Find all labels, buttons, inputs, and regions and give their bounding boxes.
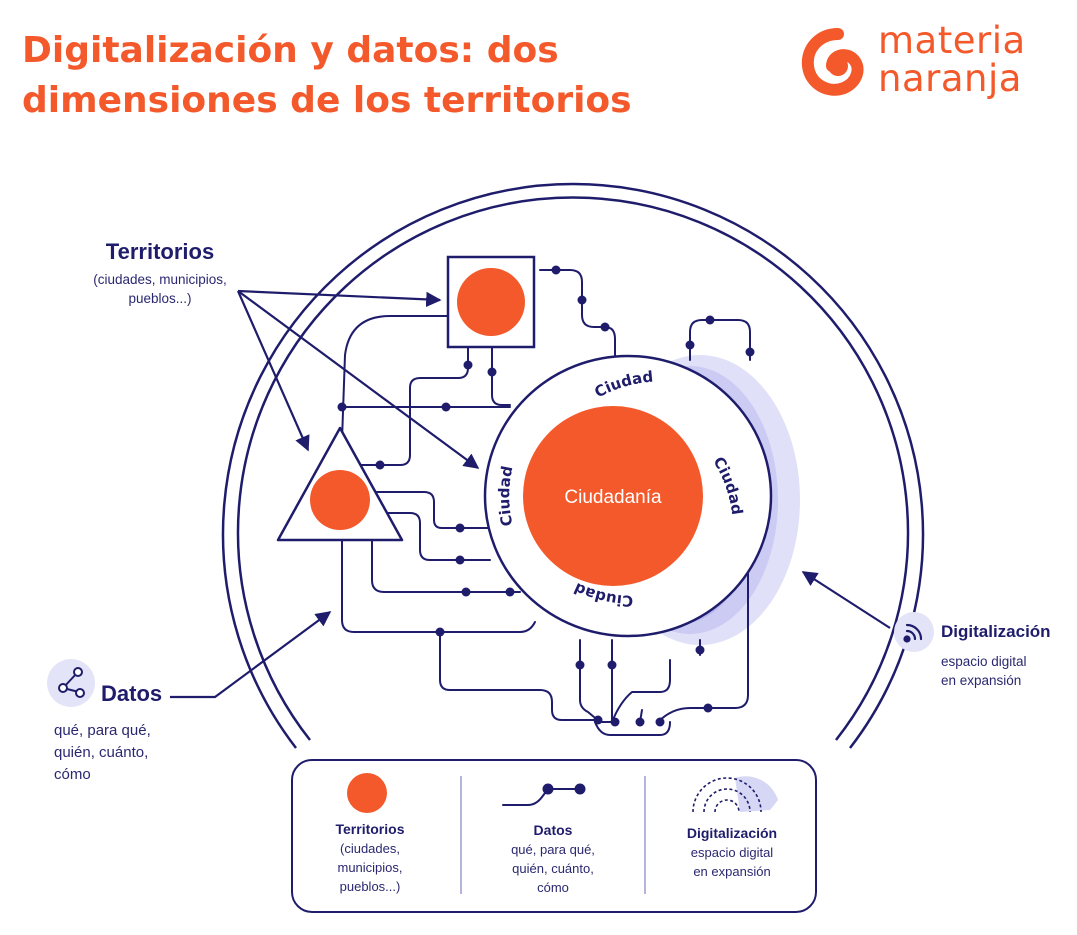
digitalizacion-sub-line-1: espacio digital [941,654,1027,669]
datos-sub-label: qué, para qué, quién, cuánto, cómo [54,720,151,786]
data-nodes [337,265,755,727]
legend-datos: Datos qué, para qué, quién, cuánto, cómo [468,820,638,897]
swirl-icon [801,28,864,96]
outer-double-circle [221,182,925,749]
datos-icon-badge [47,659,95,707]
legend-digitalizacion: Digitalización espacio digital en expans… [652,823,812,881]
city-circle [483,354,773,638]
legend-box [291,759,817,913]
signal-icon [903,623,923,643]
legend-territorios-line-3: pueblos...) [339,879,401,894]
legend-data-swatch [502,783,586,806]
datos-label: Datos [101,681,163,706]
datos-sub-line-3: cómo [54,766,91,783]
legend-territory-swatch [347,773,387,813]
territorios-label: Territorios [105,239,215,264]
title-line-1: Digitalización y datos: dos [22,30,559,71]
territory-square [446,255,536,349]
legend-datos-line-2: quién, cuánto, [512,861,594,876]
digitalizacion-sub-line-2: en expansión [941,673,1022,688]
legend-digitalizacion-title: Digitalización [686,825,778,841]
datos-sub-line-1: qué, para qué, [54,722,151,739]
logo-line-2: naranja [878,57,1022,100]
legend-territorios-line-1: (ciudades, [340,841,400,856]
share-nodes-icon [58,667,85,698]
datos-sub-line-2: quién, cuánto, [54,744,149,761]
legend-datos-line-3: cómo [537,880,569,895]
brand-logo: materia naranja [798,22,1038,112]
digitalizacion-sub-label: espacio digital en expansión [941,652,1027,690]
legend-digitalizacion-line-2: en expansión [693,864,771,879]
logo-wordmark: materia naranja [878,22,1026,98]
territorios-sub-line-2: pueblos...) [128,291,192,306]
territory-triangle [276,426,404,542]
legend-territorios-title: Territorios [335,821,405,837]
digitalizacion-label: Digitalización [941,622,1051,641]
legend-datos-title: Datos [533,822,573,838]
logo-line-1: materia [878,19,1026,62]
legend-datos-line-1: qué, para qué, [511,842,595,857]
territorios-sub-line-1: (ciudades, municipios, [93,272,227,287]
pointer-arrows [170,289,891,699]
digitalizacion-icon-badge [894,612,934,652]
title-line-2: dimensiones de los territorios [22,80,632,121]
legend-digital-swatch [692,776,778,813]
center-label: Ciudadanía [564,487,662,508]
legend-territorios-line-2: municipios, [337,860,403,875]
territorios-sub-label: (ciudades, municipios, pueblos...) [60,270,260,308]
legend-digitalizacion-line-1: espacio digital [690,845,774,860]
legend-territorios: Territorios (ciudades, municipios, puebl… [300,820,440,896]
ring-label-left: Ciudad [495,464,516,527]
page-title: Digitalización y datos: dos dimensiones … [22,26,632,126]
